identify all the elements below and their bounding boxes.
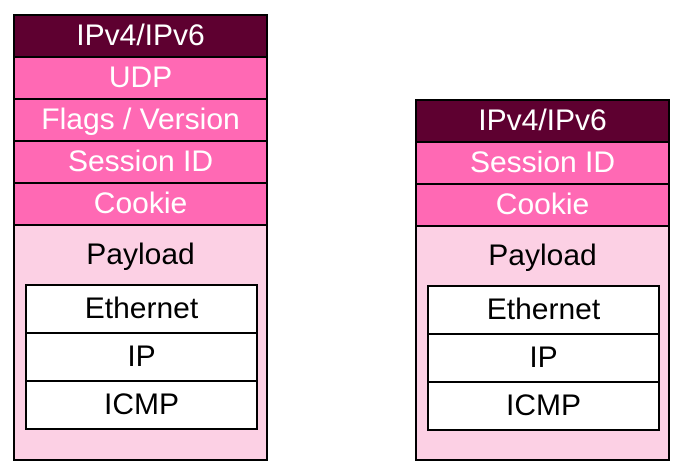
packet-stack-left: IPv4/IPv6 UDP Flags / Version Session ID…: [13, 14, 268, 461]
payload-label: Payload: [86, 238, 195, 271]
payload-section: Payload Ethernet IP ICMP: [15, 226, 266, 430]
payload-label: Payload: [488, 239, 597, 272]
header-cookie: Cookie: [15, 184, 266, 226]
header-flags-version: Flags / Version: [15, 100, 266, 142]
header-cookie: Cookie: [417, 185, 668, 227]
header-ip-layer: IPv4/IPv6: [15, 16, 266, 58]
inner-layer-ethernet: Ethernet: [429, 287, 658, 335]
inner-layer-icmp: ICMP: [506, 389, 581, 422]
header-session-id: Session ID: [15, 142, 266, 184]
inner-layer-icmp: ICMP: [104, 388, 179, 421]
header-ip-layer: IPv4/IPv6: [417, 101, 668, 143]
header-session-id: Session ID: [417, 143, 668, 185]
inner-layer-ethernet: Ethernet: [27, 286, 256, 334]
encapsulated-frame: Ethernet IP ICMP: [427, 285, 660, 431]
encapsulated-frame: Ethernet IP ICMP: [25, 284, 258, 430]
inner-layer-ip: IP: [429, 335, 658, 383]
header-udp: UDP: [15, 58, 266, 100]
inner-layer-ip: IP: [27, 334, 256, 382]
payload-section: Payload Ethernet IP ICMP: [417, 227, 668, 431]
packet-stack-right: IPv4/IPv6 Session ID Cookie Payload Ethe…: [415, 99, 670, 461]
